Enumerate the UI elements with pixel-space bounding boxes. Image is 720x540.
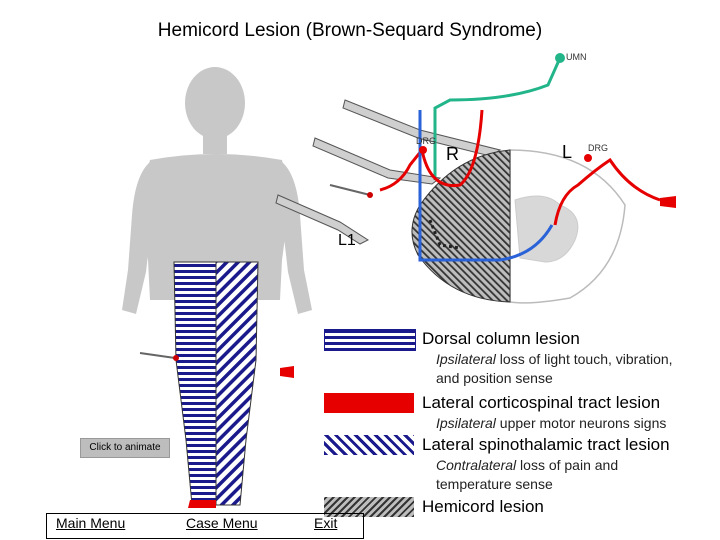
- small-probe: [329, 184, 373, 198]
- legend-swatch-spinothalamic: [324, 435, 414, 455]
- legend-heading-hemicord: Hemicord lesion: [422, 497, 544, 516]
- diagram-title: Hemicord Lesion (Brown-Sequard Syndrome): [157, 20, 543, 41]
- legend-heading-dorsal-column: Dorsal column lesion: [422, 329, 580, 348]
- legend-heading-spinothalamic: Lateral spinothalamic tract lesion: [422, 435, 670, 454]
- legend-swatch-dorsal-column: [324, 329, 416, 351]
- umn-label: UMN: [566, 52, 587, 62]
- tract-lines: [379, 53, 661, 262]
- animate-button[interactable]: Click to animate: [80, 438, 170, 458]
- level-label: L1: [338, 232, 356, 249]
- legend-swatch-hemicord: [324, 497, 414, 517]
- spinal-cord-section: [411, 149, 626, 304]
- legend-swatch-corticospinal: [324, 393, 414, 413]
- main-menu-link[interactable]: Main Menu: [56, 515, 126, 531]
- side-label-right: R: [446, 144, 459, 164]
- pin-icon: [660, 196, 676, 208]
- legend-desc-dorsal-column: Ipsilateral loss of light touch, vibrati…: [436, 351, 673, 386]
- scalpels: [275, 99, 502, 245]
- drg-label-left: DRG: [588, 143, 608, 153]
- reflex-hammer-probe: [139, 352, 294, 378]
- legend-heading-corticospinal: Lateral corticospinal tract lesion: [422, 393, 661, 412]
- nav-bar: [46, 513, 364, 539]
- legend-desc-corticospinal: Ipsilateral upper motor neurons signs: [436, 415, 667, 431]
- legend-desc-spinothalamic: Contralateral loss of pain and temperatu…: [436, 457, 619, 492]
- case-menu-link[interactable]: Case Menu: [186, 515, 258, 531]
- exit-link[interactable]: Exit: [314, 515, 338, 531]
- side-label-left: L: [562, 142, 573, 162]
- legs: [173, 261, 259, 508]
- drg-label-right: DRG: [416, 136, 436, 146]
